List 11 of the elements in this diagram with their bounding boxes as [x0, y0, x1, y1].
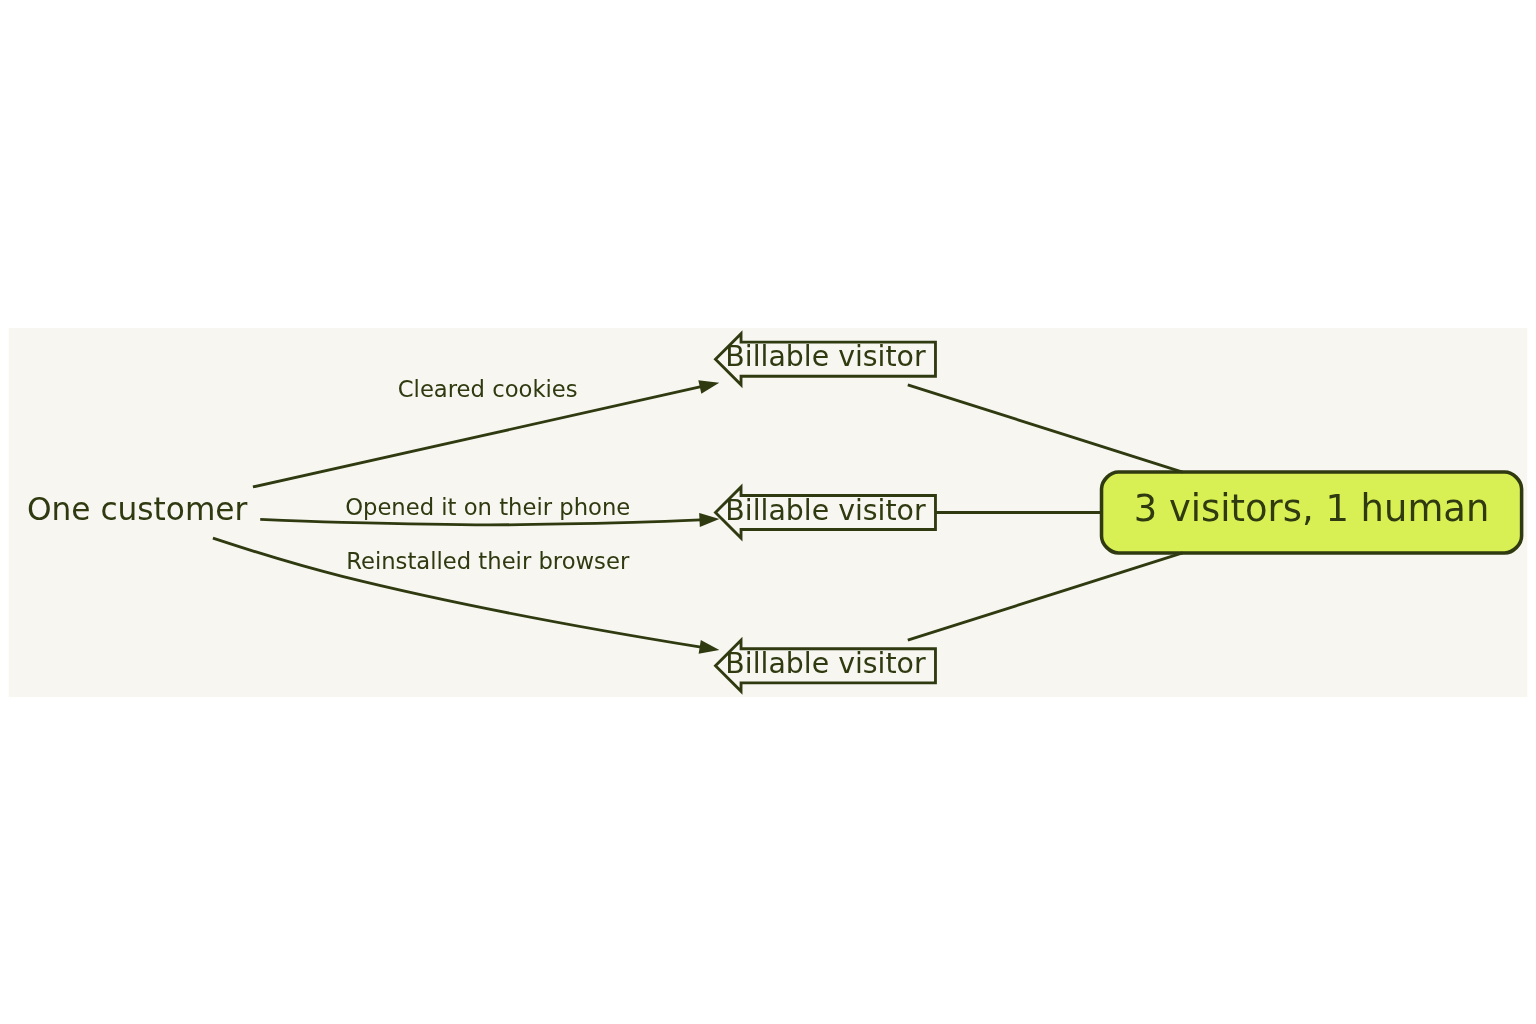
connector — [907, 551, 1183, 641]
arrow — [260, 512, 720, 527]
node-text: One customer — [26, 490, 248, 527]
connector — [907, 383, 1183, 473]
edge-label: Reinstalled their browser — [346, 547, 630, 574]
edge-label: Opened it on their phone — [345, 493, 631, 520]
arrow — [212, 536, 720, 654]
arrow — [252, 379, 720, 488]
node-box: 3 visitors, 1 human — [1099, 469, 1524, 555]
connector — [935, 510, 1102, 514]
edge-label: Cleared cookies — [397, 375, 578, 402]
